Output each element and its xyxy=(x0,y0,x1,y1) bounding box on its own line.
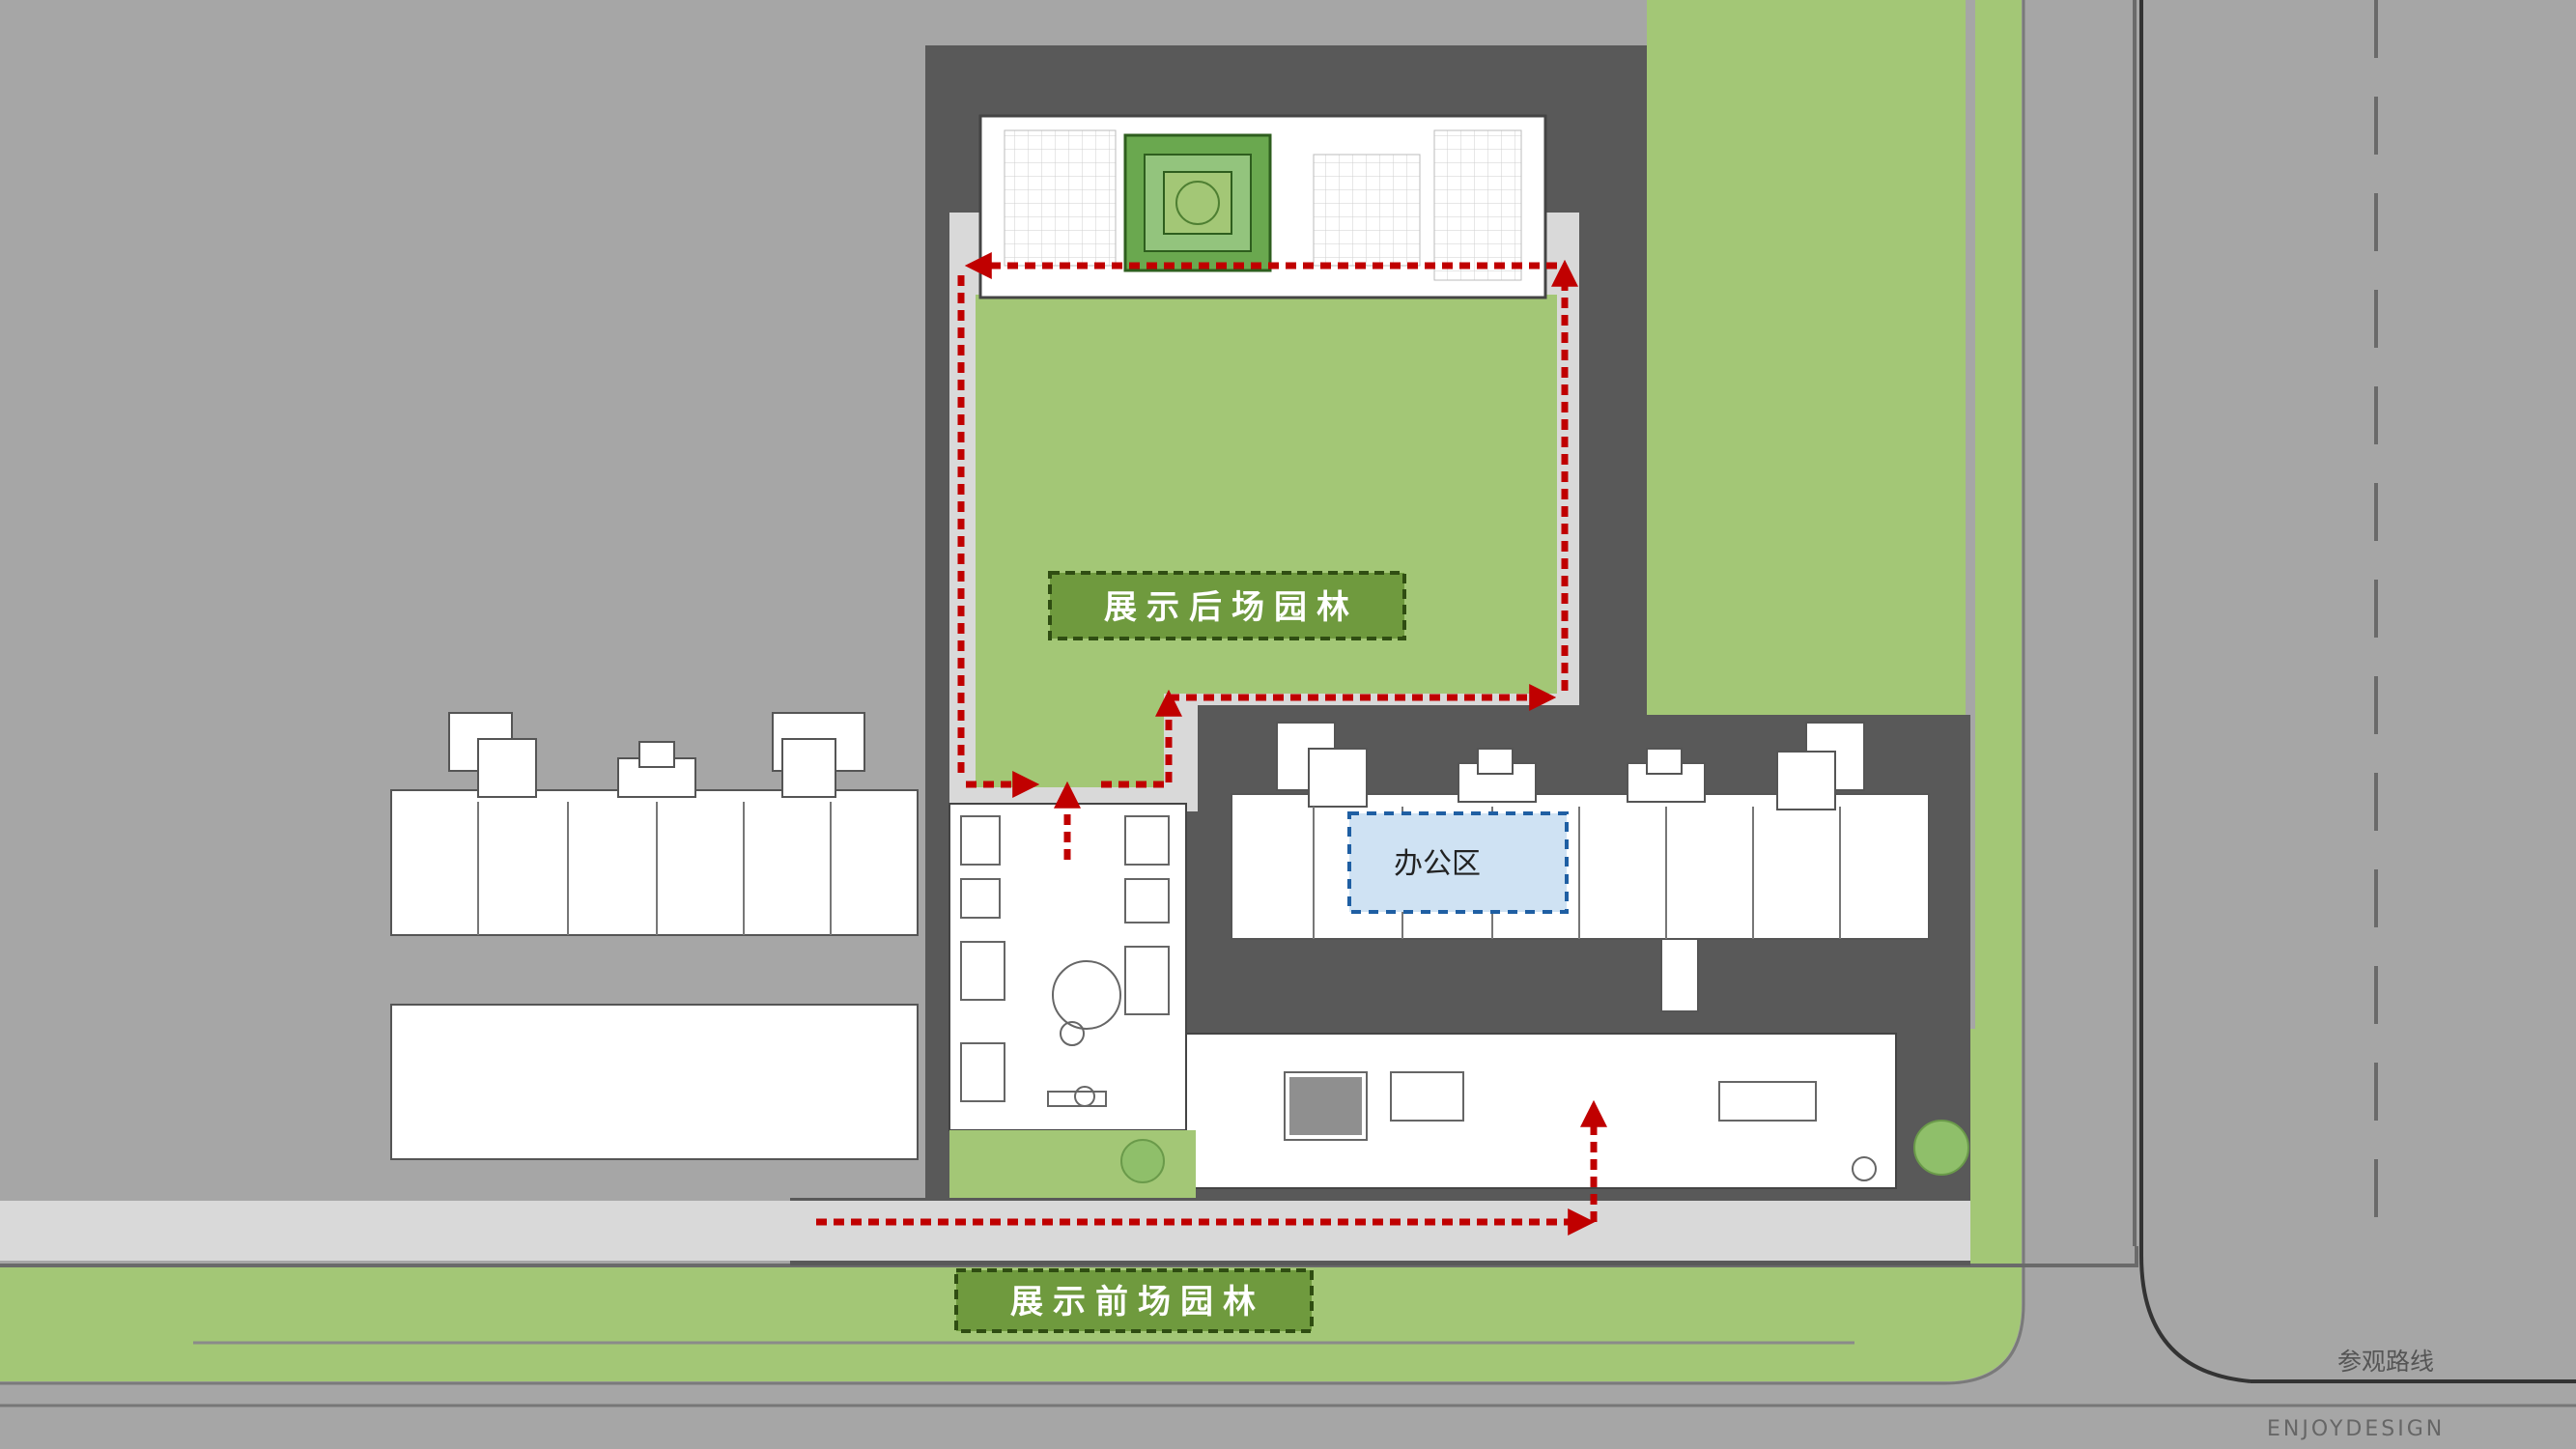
front-garden-label: 展示前场园林 xyxy=(1010,1283,1265,1321)
pavilion-grid-right xyxy=(1433,129,1522,281)
green-pavilion-circle xyxy=(1175,181,1220,225)
front-garden-label-box xyxy=(954,1268,1314,1333)
pavilion-grid-mid xyxy=(1313,154,1421,267)
lawn-upper-right xyxy=(1647,0,1966,715)
road-curb-line xyxy=(0,0,2025,1385)
office-zone xyxy=(1347,811,1569,914)
back-garden-lawn xyxy=(976,295,1557,787)
road-kerb-curve-left xyxy=(2139,0,2251,1383)
interior-furniture xyxy=(960,815,1877,1181)
model-table xyxy=(1289,1077,1362,1135)
back-garden-label: 展示后场园林 xyxy=(1104,588,1359,627)
brand-logo: ENJOYDESIGN xyxy=(2267,1417,2445,1441)
tree-icon xyxy=(1913,1120,1969,1176)
visit-route xyxy=(816,252,1607,1236)
road-edge-line-front xyxy=(0,1246,2138,1267)
route-caption: 参观路线 xyxy=(2337,1348,2434,1376)
back-garden-label-box xyxy=(1048,571,1406,640)
front-walkway xyxy=(0,1201,1970,1261)
pavilion-grid-left xyxy=(1004,129,1117,267)
office-label: 办公区 xyxy=(1394,847,1481,881)
tree-icon xyxy=(1120,1139,1165,1183)
